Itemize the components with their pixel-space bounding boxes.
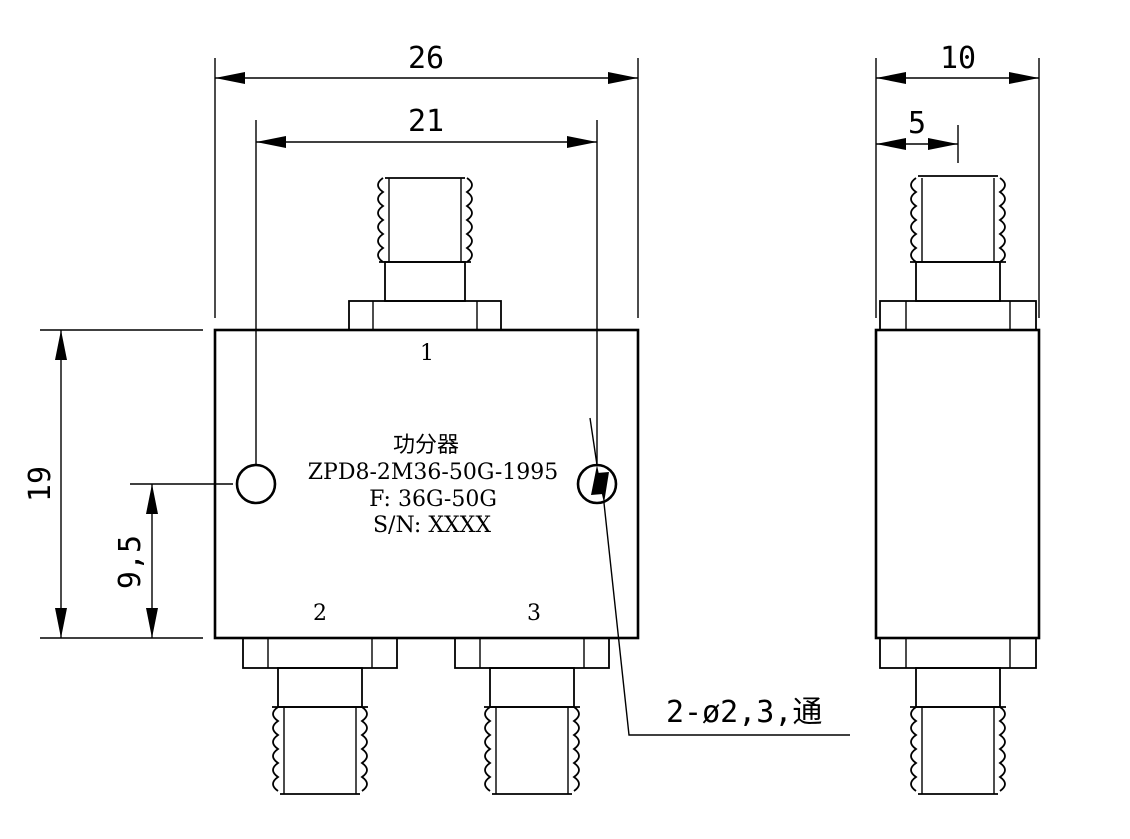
dim-hole-spacing: 21 [255,104,598,465]
dim-hole-height: 9,5 [113,483,233,638]
dim-hole-spacing-value: 21 [408,104,444,139]
dim-hole-height-value: 9,5 [113,535,148,589]
dim-side-half: 5 [876,106,959,163]
front-view: 1 2 3 功分器 ZPD8-2M36-50G-1995 F: 36G-50G … [213,177,640,795]
side-bottom-connector [879,637,1037,795]
dim-side-half-value: 5 [908,106,926,141]
body-model: ZPD8-2M36-50G-1995 [308,460,559,485]
dim-overall-width-value: 26 [408,41,444,76]
port1-connector [348,177,502,331]
port3-label: 3 [527,601,541,626]
port2-label: 2 [313,601,327,626]
mounting-hole-left [235,463,277,505]
dim-overall-width: 26 [214,41,639,318]
dim-side-width-value: 10 [940,41,976,76]
side-top-connector [879,175,1037,331]
hole-callout-text: 2-ø2,3,通 [666,695,822,730]
body-serial: S/N: XXXX [373,513,491,538]
port1-label: 1 [420,341,434,366]
port3-connector [454,637,610,795]
side-view [874,175,1041,795]
dim-body-height-value: 19 [23,466,58,502]
hole-callout: 2-ø2,3,通 [589,417,850,736]
side-body [874,328,1041,640]
dim-body-height: 19 [23,329,203,639]
body-title: 功分器 [393,433,459,458]
port2-connector [242,637,398,795]
body-frequency: F: 36G-50G [369,487,497,512]
dim-side-width: 10 [875,41,1040,318]
